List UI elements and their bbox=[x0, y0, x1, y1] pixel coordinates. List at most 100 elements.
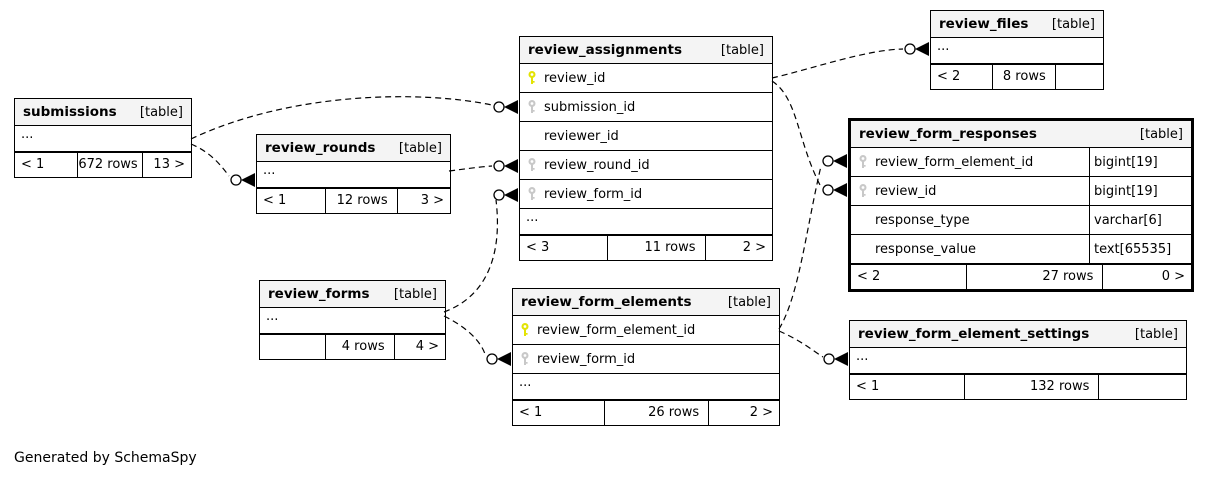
foreign-key-icon bbox=[519, 351, 531, 367]
table-tag: [table] bbox=[1134, 327, 1178, 342]
table-tag: [table] bbox=[720, 43, 764, 58]
foreign-key-icon bbox=[526, 186, 538, 202]
table-footer: < 2 8 rows bbox=[931, 64, 1103, 89]
table-header: review_form_elements [table] bbox=[513, 289, 779, 316]
foreign-key-icon bbox=[857, 154, 869, 170]
parent-count bbox=[260, 335, 325, 359]
column-row: review_id bigint[19] bbox=[851, 177, 1191, 206]
rel-elements-to-settings bbox=[778, 330, 824, 358]
table-header: review_rounds [table] bbox=[257, 135, 450, 162]
table-header: review_form_element_settings [table] bbox=[850, 321, 1186, 348]
column-row: reviewer_id bbox=[520, 122, 772, 151]
table-footer: < 3 11 rows 2 > bbox=[520, 235, 772, 260]
row-count: 8 rows bbox=[992, 65, 1055, 89]
table-tag: [table] bbox=[139, 105, 183, 120]
row-count: 11 rows bbox=[606, 236, 705, 260]
table-footer: 4 rows 4 > bbox=[260, 334, 445, 359]
child-count: 3 > bbox=[396, 189, 450, 213]
rel-forms-to-assignments bbox=[443, 199, 499, 313]
child-count bbox=[1054, 65, 1103, 89]
child-count: 4 > bbox=[393, 335, 445, 359]
row-count: 132 rows bbox=[963, 375, 1099, 399]
table-review-form-elements[interactable]: review_form_elements [table] review_form… bbox=[512, 288, 780, 426]
rel-assignments-to-files bbox=[771, 48, 904, 79]
table-review-form-element-settings[interactable]: review_form_element_settings [table] ...… bbox=[849, 320, 1187, 400]
table-tag: [table] bbox=[398, 141, 442, 156]
rel-submissions-to-rounds bbox=[190, 143, 230, 177]
column-name: submission_id bbox=[544, 99, 636, 115]
table-footer: < 1 12 rows 3 > bbox=[257, 188, 450, 213]
parent-count: < 1 bbox=[856, 379, 880, 394]
parent-count: < 3 bbox=[526, 240, 550, 255]
key-spacer bbox=[857, 241, 869, 257]
foreign-key-icon bbox=[526, 99, 538, 115]
column-type: bigint[19] bbox=[1089, 148, 1191, 176]
column-row: review_form_id bbox=[513, 345, 779, 374]
column-type: varchar[6] bbox=[1089, 206, 1191, 234]
table-review-assignments[interactable]: review_assignments [table] review_id sub… bbox=[519, 36, 773, 261]
column-name: response_value bbox=[875, 241, 977, 257]
connector-assignments-submission-id bbox=[493, 100, 518, 114]
child-count: 2 > bbox=[704, 236, 772, 260]
child-count: 13 > bbox=[141, 153, 191, 177]
column-name: review_form_id bbox=[537, 351, 636, 367]
child-count: 0 > bbox=[1102, 265, 1191, 289]
generated-by-note: Generated by SchemaSpy bbox=[14, 450, 197, 466]
table-review-files[interactable]: review_files [table] ... < 2 8 rows bbox=[930, 10, 1104, 90]
column-name: review_form_element_id bbox=[537, 322, 696, 338]
column-row: review_id bbox=[520, 64, 772, 93]
table-review-form-responses[interactable]: review_form_responses [table] review_for… bbox=[848, 118, 1194, 292]
key-spacer bbox=[857, 212, 869, 228]
connector-settings bbox=[823, 352, 848, 366]
child-count bbox=[1098, 375, 1186, 399]
column-row: response_value text[65535] bbox=[851, 235, 1191, 264]
connector-assignments-review-round-id bbox=[493, 159, 518, 173]
row-count: 4 rows bbox=[325, 335, 393, 359]
foreign-key-icon bbox=[526, 157, 538, 173]
table-name: review_assignments bbox=[528, 42, 683, 58]
table-review-rounds[interactable]: review_rounds [table] ... < 1 12 rows 3 … bbox=[256, 134, 451, 214]
row-count: 27 rows bbox=[965, 265, 1103, 289]
primary-key-icon bbox=[526, 70, 538, 86]
collapsed-columns: ... bbox=[520, 209, 772, 235]
table-footer: < 1 26 rows 2 > bbox=[513, 400, 779, 425]
table-tag: [table] bbox=[1051, 17, 1095, 32]
rel-assignments-to-responses bbox=[771, 80, 821, 186]
connector-files bbox=[904, 42, 929, 56]
table-header: submissions [table] bbox=[15, 99, 191, 126]
column-row: review_form_element_id bigint[19] bbox=[851, 148, 1191, 177]
connector-assignments-review-form-id bbox=[493, 188, 518, 202]
collapsed-columns: ... bbox=[15, 126, 191, 152]
rel-forms-to-elements bbox=[443, 315, 486, 355]
table-header: review_forms [table] bbox=[260, 281, 445, 308]
table-footer: < 1 132 rows bbox=[850, 374, 1186, 399]
collapsed-columns: ... bbox=[931, 38, 1103, 64]
table-header: review_files [table] bbox=[931, 11, 1103, 38]
table-review-forms[interactable]: review_forms [table] ... 4 rows 4 > bbox=[259, 280, 446, 360]
table-name: review_form_elements bbox=[521, 294, 692, 310]
column-name: response_type bbox=[875, 212, 970, 228]
key-spacer bbox=[526, 128, 538, 144]
connector-rounds bbox=[230, 173, 255, 187]
table-footer: < 2 27 rows 0 > bbox=[851, 264, 1191, 289]
parent-count: < 2 bbox=[937, 69, 961, 84]
collapsed-columns: ... bbox=[257, 162, 450, 188]
rel-rounds-to-assignments bbox=[448, 165, 493, 172]
table-name: review_form_element_settings bbox=[858, 326, 1090, 342]
column-name: review_round_id bbox=[544, 157, 650, 173]
table-submissions[interactable]: submissions [table] ... < 1 672 rows 13 … bbox=[14, 98, 192, 178]
table-name: review_rounds bbox=[265, 140, 376, 156]
child-count: 2 > bbox=[708, 401, 779, 425]
connector-elements-review-form-id bbox=[486, 352, 511, 366]
column-name: reviewer_id bbox=[544, 128, 619, 144]
column-row: review_form_element_id bbox=[513, 316, 779, 345]
foreign-key-icon bbox=[857, 183, 869, 199]
row-count: 12 rows bbox=[324, 189, 397, 213]
rel-submissions-to-assignments bbox=[190, 96, 493, 140]
parent-count: < 1 bbox=[21, 157, 45, 172]
parent-count: < 1 bbox=[263, 193, 287, 208]
connector-responses-review-id bbox=[822, 183, 847, 197]
table-header: review_form_responses [table] bbox=[851, 121, 1191, 148]
column-row: review_round_id bbox=[520, 151, 772, 180]
